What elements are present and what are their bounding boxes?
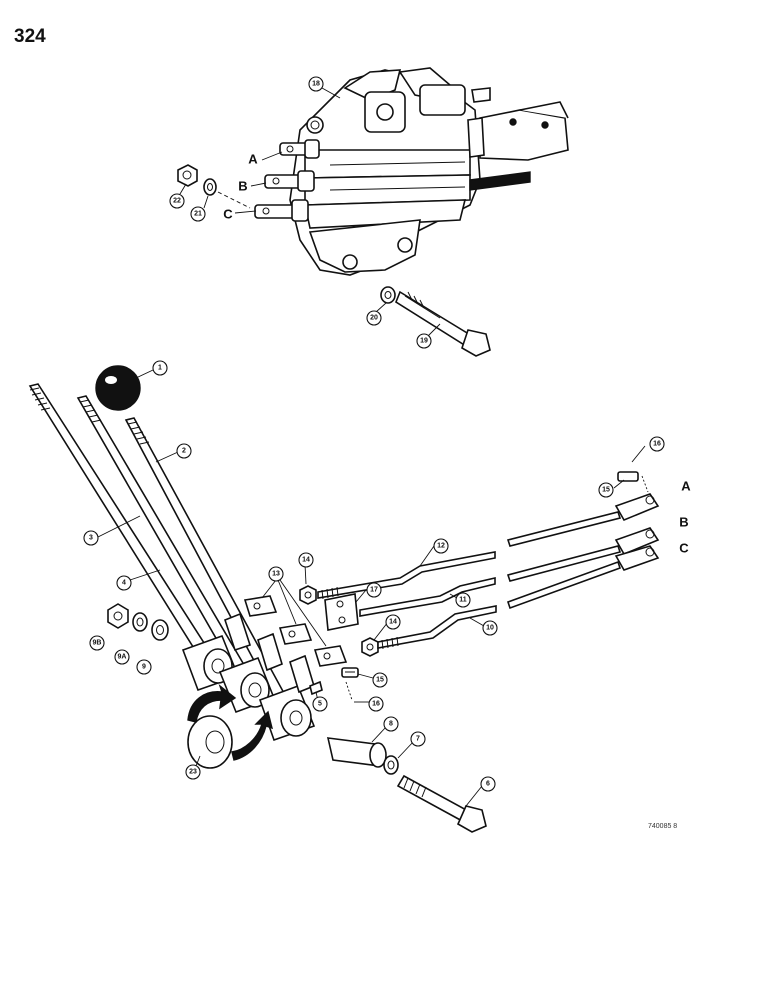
svg-text:16: 16 <box>653 441 661 448</box>
plate-17-drawing <box>324 593 359 631</box>
callout-5: 5 <box>312 696 328 712</box>
lever-rods <box>28 383 287 702</box>
callout-20: 20 <box>366 310 382 326</box>
washer-20-drawing <box>380 286 396 304</box>
svg-text:14: 14 <box>389 619 397 626</box>
svg-text:5: 5 <box>318 701 322 708</box>
port-label-valve-c: C <box>223 207 233 222</box>
control-rod-11 <box>359 576 496 617</box>
bolt-19-drawing <box>395 290 491 357</box>
washer-23-drawing <box>187 715 233 769</box>
svg-text:15: 15 <box>602 487 610 494</box>
control-valve-body <box>234 67 569 276</box>
callout-9B: 9B <box>89 635 105 651</box>
callout-19: 19 <box>416 333 432 349</box>
port-label-rod-b: B <box>679 515 688 530</box>
sleeve-8-drawing <box>326 737 387 768</box>
washer-21-drawing <box>203 178 217 196</box>
svg-text:4: 4 <box>122 580 126 587</box>
callout-14b: 14 <box>385 614 401 630</box>
callout-14a: 14 <box>298 552 314 568</box>
svg-text:15: 15 <box>376 677 384 684</box>
callout-15a: 15 <box>598 482 614 498</box>
callout-3: 3 <box>83 530 99 546</box>
callout-7: 7 <box>410 731 426 747</box>
svg-text:23: 23 <box>189 769 197 776</box>
spool-end-b <box>264 170 315 192</box>
callout-16b: 16 <box>368 696 384 712</box>
washer-7-drawing <box>383 755 399 775</box>
svg-text:10: 10 <box>486 625 494 632</box>
control-rod-10 <box>377 605 497 649</box>
callout-8: 8 <box>383 716 399 732</box>
svg-text:9B: 9B <box>93 640 102 647</box>
nut-22-drawing <box>177 164 198 187</box>
svg-text:14: 14 <box>302 557 310 564</box>
washer-9-drawing <box>151 619 169 641</box>
callout-9: 9 <box>136 659 152 675</box>
svg-text:16: 16 <box>372 701 380 708</box>
callout-23: 23 <box>185 764 201 780</box>
callout-18: 18 <box>308 76 324 92</box>
port-label-valve-b: B <box>238 179 247 194</box>
callout-6: 6 <box>480 776 496 792</box>
spool-end-c <box>254 199 309 222</box>
svg-text:17: 17 <box>370 587 378 594</box>
callout-1: 1 <box>152 360 168 376</box>
port-label-valve-a: A <box>248 152 258 167</box>
svg-text:6: 6 <box>486 781 490 788</box>
bolt-15a-drawing <box>617 471 639 482</box>
callout-15b: 15 <box>372 672 388 688</box>
callout-12: 12 <box>433 538 449 554</box>
rotation-arrow-left <box>187 683 237 723</box>
bolt-15b-drawing <box>341 667 359 678</box>
callout-11: 11 <box>455 592 471 608</box>
svg-text:19: 19 <box>420 338 428 345</box>
nut-9b-drawing <box>107 603 129 629</box>
rotation-arrow-right <box>231 710 273 761</box>
callout-10: 10 <box>482 620 498 636</box>
control-rod-12 <box>317 551 496 599</box>
svg-text:1: 1 <box>158 365 162 372</box>
callout-2: 2 <box>176 443 192 459</box>
svg-text:20: 20 <box>370 315 378 322</box>
nut-14a-drawing <box>299 585 317 605</box>
rod-threads <box>321 586 399 650</box>
knob-1-drawing <box>95 365 141 411</box>
callout-21: 21 <box>190 206 206 222</box>
callout-9A: 9A <box>114 649 130 665</box>
spool-end-a <box>279 139 320 159</box>
svg-text:7: 7 <box>416 736 420 743</box>
svg-text:18: 18 <box>312 81 320 88</box>
callout-22: 22 <box>169 193 185 209</box>
pin-5-drawing <box>309 680 323 696</box>
svg-text:9A: 9A <box>118 654 127 661</box>
svg-text:13: 13 <box>272 571 280 578</box>
rod-end-c <box>506 545 660 610</box>
svg-text:2: 2 <box>182 448 186 455</box>
svg-text:22: 22 <box>173 198 181 205</box>
drawing-code: 740085 8 <box>648 823 677 830</box>
callout-16a: 16 <box>649 436 665 452</box>
nut-14b-drawing <box>361 637 379 657</box>
callout-4: 4 <box>116 575 132 591</box>
port-label-rod-c: C <box>679 541 689 556</box>
clevis-13-drawing <box>243 595 348 667</box>
washer-9a-drawing <box>132 612 148 632</box>
callout-17: 17 <box>366 582 382 598</box>
svg-text:8: 8 <box>389 721 393 728</box>
rod-end-b <box>506 527 660 582</box>
svg-text:21: 21 <box>194 211 202 218</box>
bolt-6-drawing <box>396 774 487 833</box>
svg-text:3: 3 <box>89 535 93 542</box>
svg-text:12: 12 <box>437 543 445 550</box>
port-label-rod-a: A <box>681 479 691 494</box>
page-number: 324 <box>14 26 46 47</box>
callout-13: 13 <box>268 566 284 582</box>
svg-text:9: 9 <box>142 664 146 671</box>
rod-end-a <box>506 493 660 547</box>
svg-text:11: 11 <box>459 597 467 604</box>
callout-leaders <box>97 87 646 807</box>
